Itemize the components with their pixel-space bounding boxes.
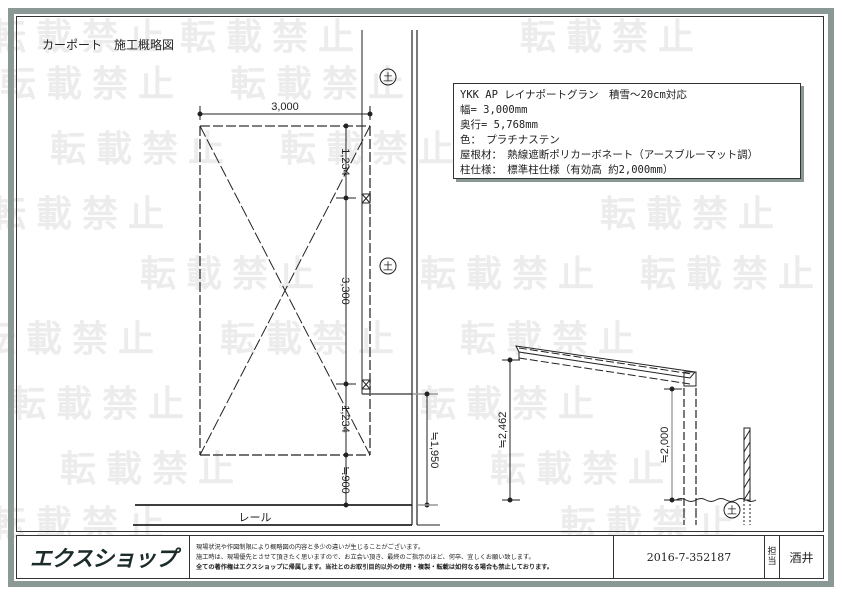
spec-box: YKK AP レイナポートグラン 積雪～20cm対応 幅= 3,000mm 奥行… (453, 83, 801, 179)
drawing-title: カーポート 施工概略図 (42, 38, 175, 52)
rail-label: レール (239, 512, 272, 524)
spec-depth: 奥行= 5,768mm (460, 119, 538, 131)
company-logo: エクスショップ (17, 536, 190, 578)
spec-color: 色： プラチナステン (460, 134, 560, 146)
plan-dim-front: ≒900 (339, 466, 351, 494)
plan-width-dimension: 3,000 (271, 101, 299, 113)
spec-width: 幅= 3,000mm (460, 104, 528, 116)
document-number: 2016-7-352187 (614, 536, 765, 578)
note-line: 施工時は、現場優先とさせて頂きたく思いますので、お立会い頂き、最終のご指示のほど… (196, 554, 535, 561)
title-block: エクスショップ 現場状況や作図制限により概略図の内容と多少の違いが生じることがご… (16, 535, 824, 579)
spec-product: YKK AP レイナポートグラン 積雪～20cm対応 (460, 89, 687, 101)
ground-symbol: 土 (383, 260, 393, 273)
label-char: 担 (767, 547, 777, 557)
spec-roof-material: 屋根材： 熱線遮断ポリカーボネート（アースブルーマット調） (460, 149, 759, 161)
plan-dim-middle: 3,300 (339, 277, 351, 305)
spec-post: 柱仕様： 標準柱仕様（有効高 約2,000mm） (460, 164, 674, 176)
drawing-border (16, 16, 824, 532)
footer-notes: 現場状況や作図制限により概略図の内容と多少の違いが生じることがございます。 施工… (190, 536, 614, 578)
plan-dim-gap: ≒1,950 (428, 432, 440, 469)
elevation-height-rear: ≒2,462 (497, 412, 509, 449)
person-in-charge-name: 酒井 (789, 550, 814, 565)
ground-symbol: 土 (383, 71, 393, 84)
person-in-charge-label: 担 当 (765, 536, 780, 578)
note-line: 現場状況や作図制限により概略図の内容と多少の違いが生じることがございます。 (196, 544, 425, 551)
note-line: 全ての著作権はエクスショップに帰属します。当社とのお取引目的以外の使用・複製・転… (196, 564, 554, 571)
plan-dim-top: 1,234 (339, 148, 351, 176)
plan-dim-bottom: 1,234 (339, 405, 351, 433)
label-char: 当 (767, 557, 777, 567)
elevation-height-clear: ≒2,000 (659, 427, 671, 464)
ground-symbol: 土 (727, 504, 737, 517)
